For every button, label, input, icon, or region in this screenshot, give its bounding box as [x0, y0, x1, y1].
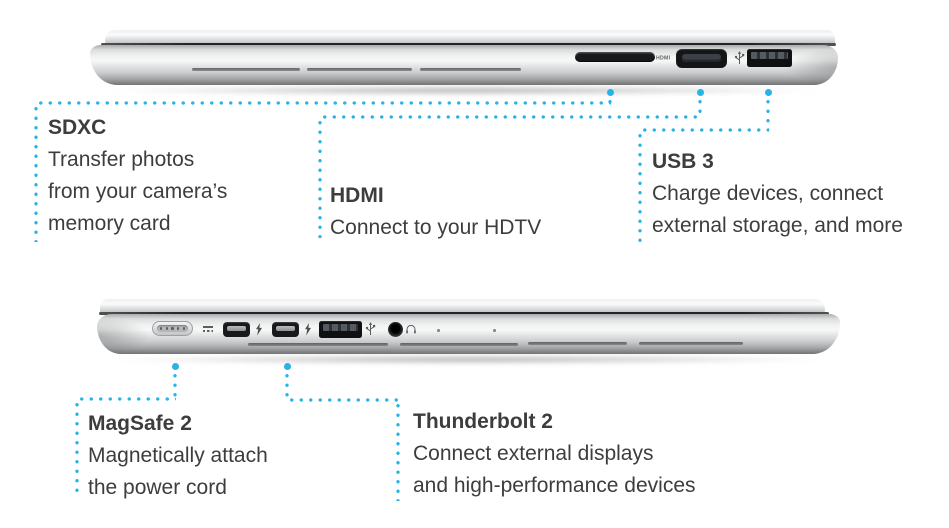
vent-slot	[528, 342, 627, 345]
laptop-edge-shade	[97, 314, 157, 354]
headphone-jack-icon	[388, 322, 403, 337]
callout-title: MagSafe 2	[88, 412, 192, 435]
vent-slot	[400, 343, 518, 346]
laptop-shadow	[104, 86, 824, 95]
microphone-dot	[493, 329, 496, 332]
vent-slot	[192, 68, 300, 71]
microphone-dot	[437, 329, 440, 332]
sdxc-callout-border	[34, 104, 38, 242]
thunderbolt-port-2-icon	[272, 322, 299, 337]
usb-port-pins	[323, 324, 358, 331]
callout-sdxc: SDXC Transfer photos from your camera’s …	[48, 112, 227, 240]
macbook-left-side-view	[97, 297, 840, 364]
magsafe-leader-vertical	[173, 371, 177, 399]
callout-usb3: USB 3 Charge devices, connect external s…	[652, 146, 903, 242]
thunderbolt-leader-vertical	[285, 371, 289, 400]
thunderbolt-port-inner	[227, 326, 246, 331]
laptop-shadow	[111, 355, 826, 364]
usb-port-icon	[747, 49, 792, 67]
headphone-icon	[406, 325, 416, 334]
callout-magsafe2: MagSafe 2 Magnetically attach the power …	[88, 408, 268, 504]
usb3-leader-vertical	[766, 97, 770, 130]
callout-title: HDMI	[330, 184, 384, 207]
callout-title: SDXC	[48, 116, 107, 139]
callout-line: Connect to your HDTV	[330, 216, 542, 239]
lightning-bolt-icon	[305, 323, 311, 336]
laptop-lid-seam	[101, 43, 836, 46]
callout-line: Magnetically attach	[88, 444, 268, 467]
usb-port-pins	[751, 52, 788, 59]
laptop-lid	[105, 30, 835, 44]
sdxc-leader-horizontal	[36, 101, 611, 105]
sd-card-slot-icon	[575, 52, 655, 62]
thunderbolt-port-dot	[284, 363, 291, 370]
magsafe-leader-horizontal	[77, 397, 176, 401]
callout-line: Charge devices, connect	[652, 182, 884, 205]
vent-slot	[248, 343, 388, 346]
thunderbolt-port-1-icon	[223, 322, 250, 337]
usb-icon	[365, 322, 376, 335]
vent-slot	[307, 68, 412, 71]
thunderbolt-leader-horizontal	[287, 398, 399, 402]
magsafe-pins	[157, 325, 188, 332]
lightning-bolt-icon	[256, 323, 262, 336]
callout-line: the power cord	[88, 476, 227, 499]
hdmi-port-dot	[697, 89, 704, 96]
hdmi-leader-horizontal	[320, 115, 701, 119]
hdmi-port-inner	[682, 54, 721, 62]
callout-thunderbolt2: Thunderbolt 2 Connect external displays …	[413, 406, 696, 502]
laptop-lid	[100, 299, 825, 313]
callout-line: Connect external displays	[413, 442, 654, 465]
laptop-lid-seam	[99, 312, 829, 315]
usb-icon	[734, 51, 745, 64]
hdmi-engraving-label: HDMI	[656, 55, 671, 61]
magsafe-port-dot	[172, 363, 179, 370]
thunderbolt-callout-border	[396, 401, 400, 501]
thunderbolt-port-inner	[276, 326, 295, 331]
usb3-port-dot	[765, 89, 772, 96]
callout-hdmi: HDMI Connect to your HDTV	[330, 180, 541, 244]
macbook-right-side-view: HDMI	[90, 28, 838, 95]
usb-port-icon	[319, 321, 362, 338]
magsafe-port-icon	[152, 321, 193, 336]
usb3-callout-border	[638, 131, 642, 242]
vent-slot	[639, 342, 743, 345]
callout-line: and high-performance devices	[413, 474, 696, 497]
usb3-leader-horizontal	[640, 128, 769, 132]
magsafe-callout-border	[75, 400, 79, 498]
callout-line: from your camera’s	[48, 180, 228, 203]
hdmi-callout-border	[318, 118, 322, 238]
vent-slot	[420, 68, 521, 71]
power-dc-icon	[203, 326, 213, 332]
callout-line: external storage, and more	[652, 214, 903, 237]
callout-line: Transfer photos	[48, 148, 195, 171]
callout-title: USB 3	[652, 150, 714, 173]
callout-title: Thunderbolt 2	[413, 410, 553, 433]
hdmi-port-icon	[676, 49, 727, 68]
sdxc-port-dot	[607, 89, 614, 96]
hdmi-leader-vertical	[698, 97, 702, 118]
laptop-body	[97, 314, 840, 354]
callout-line: memory card	[48, 212, 171, 235]
